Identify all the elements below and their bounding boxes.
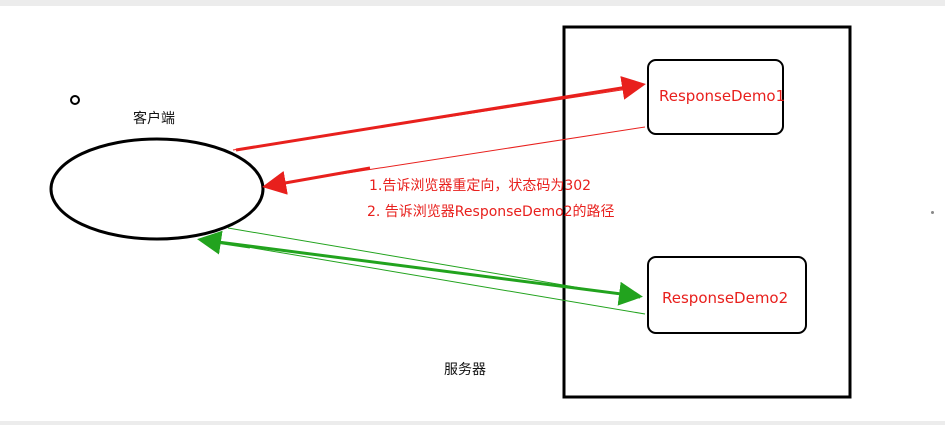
response-arrow-2 [197, 230, 251, 255]
servlet-box-demo1 [647, 59, 784, 135]
edge-dot [931, 211, 934, 214]
cursor-marker [70, 95, 80, 105]
servlet-label-demo2: ResponseDemo2 [662, 289, 789, 307]
server-box [562, 25, 852, 399]
servlet-label-demo1: ResponseDemo1 [659, 87, 786, 105]
redirect-note-1: 1.告诉浏览器重定向，状态码为302 [369, 178, 592, 194]
server-label: 服务器 [444, 362, 486, 378]
bottom-strip [0, 421, 945, 425]
response-arrow-1 [262, 166, 371, 195]
request-arrow-2 [209, 239, 643, 306]
servlet-box-demo2 [647, 256, 807, 334]
client-label: 客户端 [133, 111, 175, 127]
top-strip [0, 0, 945, 6]
client-ellipse [49, 137, 265, 241]
request-arrow-1 [235, 76, 646, 152]
redirect-note-2: 2. 告诉浏览器ResponseDemo2的路径 [367, 204, 615, 220]
response-line-2 [205, 239, 646, 315]
